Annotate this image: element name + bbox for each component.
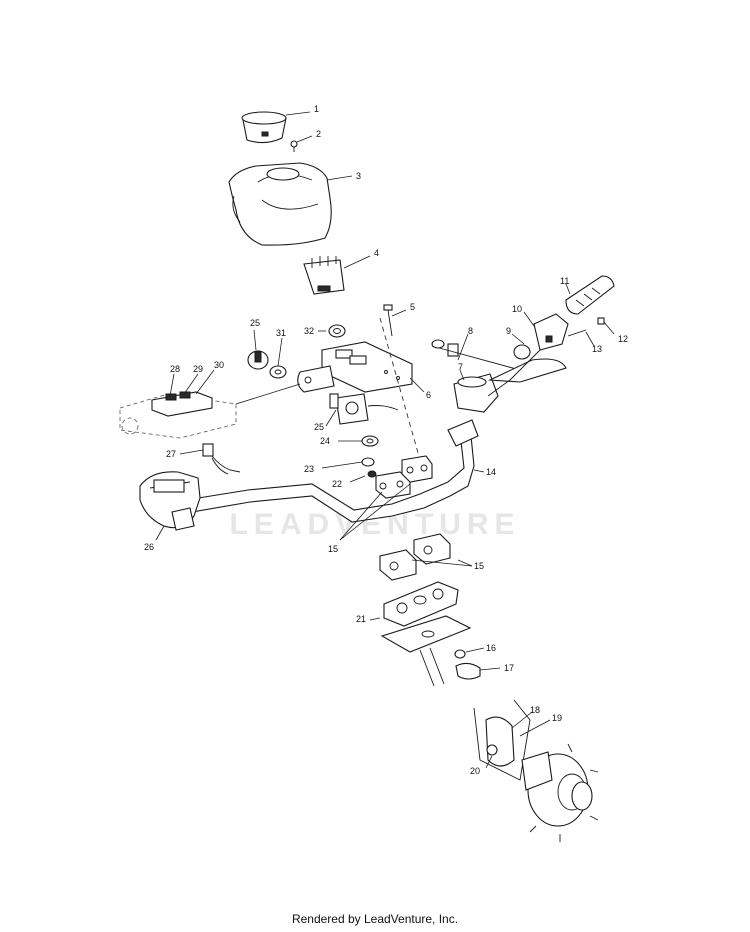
- part-15-lower-clamp-left[interactable]: [379, 549, 417, 581]
- part-2-screw[interactable]: [290, 140, 298, 152]
- callout-24: 24: [320, 436, 330, 446]
- callout-19: 19: [552, 713, 562, 723]
- callout-3: 3: [356, 171, 361, 181]
- part-21-clamp-base[interactable]: [383, 581, 459, 627]
- part-1-gauge-cup[interactable]: [241, 111, 287, 144]
- part-25-ignition-switch[interactable]: [329, 393, 399, 425]
- part-3-handlebar-pod[interactable]: [228, 162, 332, 246]
- part-31-switch-nut[interactable]: [269, 365, 287, 379]
- part-23-nut[interactable]: [361, 457, 375, 467]
- part-22-nut[interactable]: [367, 470, 377, 478]
- callout-18: 18: [530, 705, 540, 715]
- steering-post-plate: [380, 615, 472, 687]
- part-16-nut[interactable]: [454, 649, 466, 659]
- callout-7: 7: [458, 362, 463, 372]
- callout-labels: 1 2 3 4 5 32 6 8 9 10 11 12 13 7 14 15 1…: [144, 104, 628, 776]
- part-25-key-switch-top[interactable]: [247, 350, 269, 370]
- callout-26: 26: [144, 542, 154, 552]
- part-11-grip[interactable]: [565, 275, 615, 315]
- callout-30: 30: [214, 360, 224, 370]
- callout-14: 14: [486, 467, 496, 477]
- callout-22: 22: [332, 479, 342, 489]
- footer-credit: Rendered by LeadVenture, Inc.: [291, 912, 459, 926]
- callout-2: 2: [316, 129, 321, 139]
- part-9-bushing[interactable]: [513, 344, 531, 360]
- part-10-throttle-housing[interactable]: [533, 313, 569, 351]
- part-8-cable-adjuster[interactable]: [431, 339, 521, 371]
- part-13-screw[interactable]: [567, 329, 587, 337]
- part-4-connector-block[interactable]: [303, 256, 345, 295]
- callout-12: 12: [618, 334, 628, 344]
- callout-23: 23: [304, 464, 314, 474]
- callout-31: 31: [276, 328, 286, 338]
- callout-29: 29: [193, 364, 203, 374]
- callout-5: 5: [410, 302, 415, 312]
- part-17-clip[interactable]: [455, 662, 481, 680]
- callout-25b: 25: [314, 422, 324, 432]
- brake-caliper-assembly[interactable]: [473, 699, 599, 842]
- callout-20: 20: [470, 766, 480, 776]
- part-15-lower-clamp-right[interactable]: [413, 533, 451, 565]
- part-32-grommet[interactable]: [328, 324, 346, 338]
- callout-8: 8: [468, 326, 473, 336]
- part-6-mounting-bracket[interactable]: [297, 341, 413, 393]
- callout-1: 1: [314, 104, 319, 114]
- callout-16: 16: [486, 643, 496, 653]
- part-24-washer[interactable]: [361, 435, 379, 447]
- part-5-bolt[interactable]: [383, 304, 393, 337]
- leader-lines: [155, 111, 615, 769]
- callout-27: 27: [166, 449, 176, 459]
- callout-32: 32: [304, 326, 314, 336]
- part-28-30-switch-panel[interactable]: [151, 391, 213, 417]
- part-12-screw[interactable]: [597, 317, 605, 325]
- part-7-master-cylinder[interactable]: [453, 349, 567, 413]
- callout-10: 10: [512, 304, 522, 314]
- callout-11: 11: [560, 276, 569, 286]
- callout-6: 6: [426, 390, 431, 400]
- callout-9: 9: [506, 326, 511, 336]
- callout-13: 13: [592, 344, 602, 354]
- part-15-upper-clamp-left[interactable]: [375, 471, 411, 499]
- callout-15a: 15: [328, 544, 338, 554]
- callout-15b: 15: [474, 561, 484, 571]
- callout-4: 4: [374, 248, 379, 258]
- part-26-left-switch-housing[interactable]: [139, 471, 201, 531]
- callout-25a: 25: [250, 318, 260, 328]
- part-14-handlebar[interactable]: [185, 419, 479, 523]
- callout-28: 28: [170, 364, 180, 374]
- part-27-connector[interactable]: [202, 443, 241, 475]
- callout-21: 21: [356, 614, 366, 624]
- part-15-upper-clamp-right[interactable]: [401, 455, 433, 483]
- callout-17: 17: [504, 663, 514, 673]
